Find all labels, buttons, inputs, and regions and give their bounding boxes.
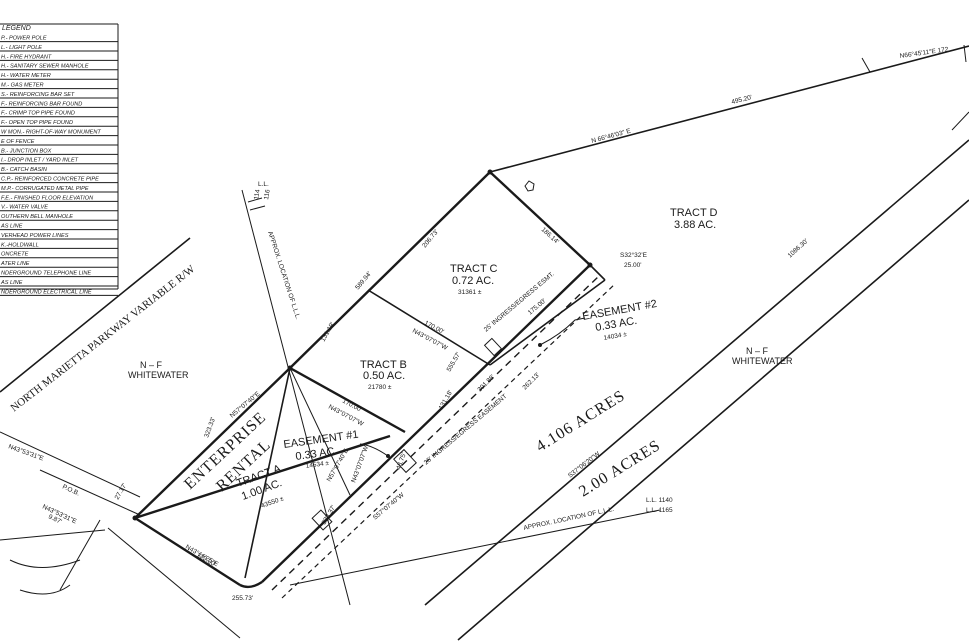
plat-labels: NORTH MARIETTA PARKWAY VARIABLE R/W N – … [7,45,949,602]
legend-item: AS LINE [0,280,23,286]
legend-item: ATER LINE [0,261,30,267]
dist-255: 255.73' [232,595,253,602]
acres-200-label: 2.00 ACRES [576,437,664,501]
legend-item: K.-HOLDWALL [1,242,39,248]
legend-item: F.E.- FINISHED FLOOR ELEVATION [1,195,94,201]
dist-131: 131.19' [320,321,337,343]
road-name: NORTH MARIETTA PARKWAY VARIABLE R/W [8,263,197,415]
approx-lll-top: APPROX. LOCATION OF L.L.L. [266,230,301,320]
bearing-left: N43°53'31"E [7,442,45,462]
legend-item: P.- POWER POLE [1,36,47,42]
pob-label: P.O.B. [61,483,81,497]
legend-item: H.- WATER METER [1,73,51,79]
tract-c-area: 0.72 AC. [452,275,494,287]
legend-item: VERHEAD POWER LINES [1,233,69,239]
legend-item: S.- REINFORCING BAR SET [1,92,75,98]
legend-item: ONCRETE [1,252,29,258]
nf-right-owner: WHITEWATER [732,356,793,366]
dist-495: 495.20' [731,94,753,106]
road-edge [0,237,241,639]
legend-item: NDERGROUND TELEPHONE LINE [1,271,91,277]
legend-item: AS LINE [0,224,23,230]
legend-item: H.- FIRE HYDRANT [1,54,52,60]
easement-2-sf: 14034 ± [603,331,628,342]
legend-item: E OF FENCE [1,139,35,145]
tract-b-name: TRACT B [360,359,407,371]
legend-item: I.- DROP INLET / YARD INLET [1,158,79,164]
legend-item: OUTHERN BELL MANHOLE [1,214,73,220]
legend-title: LEGEND [2,25,31,32]
legend-item: F.- CRIMP TOP PIPE FOUND [1,111,75,117]
ll-1140: L.L. 1140 [646,497,673,504]
acres-4106-label: 4.106 ACRES [533,387,628,455]
tract-a-sf: 43550 ± [260,495,285,510]
legend-item: F.- OPEN TOP PIPE FOUND [1,120,73,126]
legend-item: B.- JUNCTION BOX [1,148,52,154]
bearing-s570740: S57°07'40"W [371,490,406,521]
legend-item: L.- LIGHT POLE [1,45,42,51]
legend-item: B.- CATCH BASIN [1,167,48,173]
legend: LEGEND P.- POWER POLE L.- LIGHT POLE H.- F… [0,23,119,296]
easement-1-sf: 14534 ± [305,460,330,470]
tract-b-sf: 21780 ± [368,384,392,391]
bearing-n664603: N 66°46'03" E [590,127,632,145]
ll-top-label: L.L. [258,181,269,188]
legend-item: M.- GAS METER [1,83,44,89]
dist-301: 301.88' [476,374,496,394]
bearing-s3232: S32°32'E [620,251,648,259]
ll-1165: L.L. 1165 [646,507,673,514]
legend-item: NDERGROUND ELECTRICAL LINE [1,289,92,295]
ll-top-114: 114 [253,189,262,201]
dist-262: 262.13' [521,372,541,392]
dist-175: 175.00' [527,298,548,317]
dist-555: 555.57' [446,351,463,373]
legend-item: C.P.- REINFORCED CONCRETE PIPE [1,177,99,183]
legend-item: F.- REINFORCING BAR FOUND [1,101,82,107]
tract-c-sf: 31361 ± [458,289,482,296]
legend-item: H.- SANITARY SEWER MANHOLE [1,64,89,70]
tract-c-name: TRACT C [450,263,498,275]
bearing-n4307: N43°07'07"W [349,444,370,484]
dist-27: 27.17' [114,482,129,501]
nf-left-owner: WHITEWATER [128,370,189,380]
tract-d-name: TRACT D [670,207,718,219]
legend-item: M.P.- CORRUGATED METAL PIPE [1,186,89,192]
nf-left-label: N – F [140,360,163,370]
nf-right-label: N – F [746,346,769,356]
boundary-lines [132,44,969,641]
legend-list: P.- POWER POLE L.- LIGHT POLE H.- FIRE HYD… [0,36,118,296]
dist-323: 323.33' [203,416,217,438]
ll-top-116: 116 [263,189,272,201]
tract-b-area: 0.50 AC. [363,370,405,382]
dist-1086: 1086.30' [787,238,810,260]
easement-1-area: 0.33 AC. [295,445,338,463]
dist-2500: 25.00' [624,262,642,269]
tract-d-area: 3.88 AC. [674,219,716,231]
legend-item: V.- WATER VALVE [1,205,48,211]
legend-item: W MON.- RIGHT-OF-WAY MONUMENT [1,130,101,136]
